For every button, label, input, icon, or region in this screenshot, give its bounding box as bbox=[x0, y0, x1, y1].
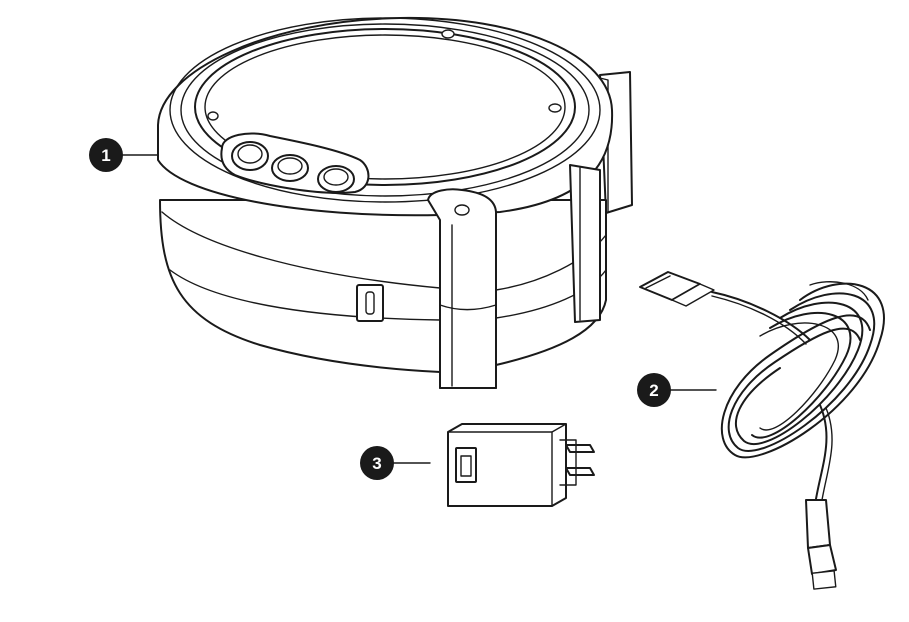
callout-badge bbox=[637, 373, 671, 407]
lid-hole bbox=[441, 29, 455, 39]
cable-coil bbox=[720, 281, 885, 459]
usb-cable bbox=[639, 271, 885, 590]
lid-hole bbox=[548, 103, 562, 113]
unit-port bbox=[356, 284, 384, 322]
unit-front-column bbox=[427, 188, 497, 389]
button-2 bbox=[271, 154, 309, 182]
cable-connector-usb-a bbox=[805, 499, 837, 590]
cable-connector-c bbox=[639, 271, 715, 307]
callout-number: 1 bbox=[101, 146, 110, 165]
power-adapter bbox=[447, 423, 595, 507]
adapter-body bbox=[447, 423, 567, 507]
column-hole bbox=[454, 204, 470, 216]
callout-3: 3 bbox=[360, 446, 431, 480]
main-unit bbox=[157, 16, 633, 389]
adapter-usb-port bbox=[455, 447, 477, 483]
callout-badge bbox=[89, 138, 123, 172]
callout-number: 2 bbox=[649, 381, 658, 400]
callout-2: 2 bbox=[637, 373, 717, 407]
adapter-prongs bbox=[559, 439, 595, 486]
unit-side-handle bbox=[569, 164, 601, 323]
button-3 bbox=[317, 165, 355, 193]
callout-badge bbox=[360, 446, 394, 480]
callout-1: 1 bbox=[89, 138, 159, 172]
button-1 bbox=[231, 141, 269, 171]
lid-hole bbox=[207, 111, 219, 121]
callout-number: 3 bbox=[372, 454, 381, 473]
